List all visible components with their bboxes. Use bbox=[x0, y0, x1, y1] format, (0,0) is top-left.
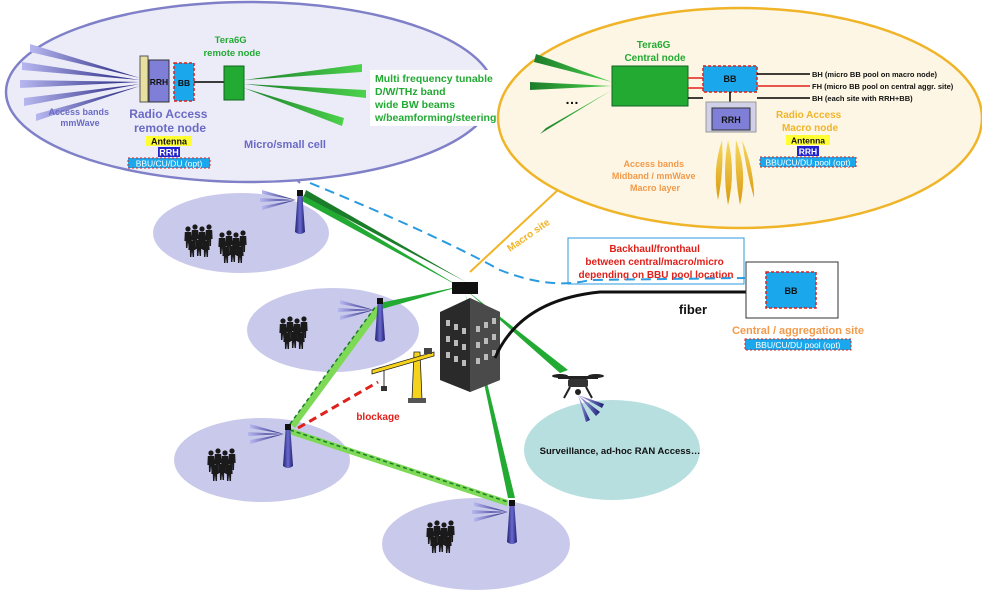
access-bands-mmwave: Access bands mmWave bbox=[48, 107, 111, 128]
bbu-tag bbox=[127, 157, 211, 169]
radio-access-remote-title: Radio Access remote node bbox=[129, 107, 211, 135]
central-site-bb-label: BB bbox=[785, 286, 798, 296]
cell-bottom-left bbox=[174, 418, 350, 502]
tera-beam-icons bbox=[244, 64, 366, 126]
blockage-label: blockage bbox=[356, 412, 400, 423]
tera-central-title: Tera6G Central node bbox=[624, 40, 686, 64]
remote-node-bubble: RRH BB Tera6G remote node Access bands m… bbox=[4, 0, 496, 184]
tera-central-node-box bbox=[611, 65, 689, 107]
rrh-box bbox=[148, 59, 170, 103]
macro-rrh-tag-label: RRH bbox=[799, 147, 817, 157]
backhaul-text: Backhaul/fronthaul between central/macro… bbox=[579, 244, 734, 281]
central-site-label: Central / aggregation site bbox=[732, 325, 864, 337]
tera-remote-title: Tera6G remote node bbox=[203, 35, 260, 59]
macro-bbu-tag bbox=[759, 156, 857, 168]
bbu-tag-label: BBU/CU/DU (opt) bbox=[136, 159, 203, 169]
multi-frequency-text: Multi frequency tunable D/W/THz band wid… bbox=[374, 73, 496, 124]
antenna-tag bbox=[146, 136, 192, 146]
central-bbu-tag bbox=[744, 338, 852, 351]
macro-rrh-tag bbox=[797, 146, 819, 156]
central-site-bb bbox=[765, 271, 817, 309]
cell-bottom bbox=[382, 498, 570, 590]
macro-rrh-label: RRH bbox=[721, 115, 741, 125]
central-node-bubble: Tera6G Central node … BB BH (micro BB po… bbox=[469, 6, 982, 273]
crane-icon bbox=[371, 348, 435, 403]
backhaul-dashed-link bbox=[309, 182, 746, 285]
multi-frequency-box bbox=[370, 70, 504, 126]
drone-icon bbox=[552, 374, 604, 422]
antenna-tag-label: Antenna bbox=[151, 137, 188, 147]
macro-site-label: Macro site bbox=[505, 217, 552, 255]
antenna-icon bbox=[139, 55, 149, 103]
rrh-label: RRH bbox=[150, 77, 168, 87]
macro-beam-icons bbox=[715, 140, 754, 205]
macro-building-icon bbox=[440, 282, 500, 392]
macro-antenna-label: Antenna bbox=[791, 136, 825, 146]
bb-label: BB bbox=[178, 78, 190, 88]
link-legend: BH (micro BB pool on macro node) FH (mic… bbox=[812, 70, 955, 103]
macro-bbu-tag-label: BBU/CU/DU pool (opt) bbox=[765, 158, 850, 168]
rrh-tag-label: RRH bbox=[159, 148, 179, 158]
central-bb-box bbox=[702, 65, 758, 93]
access-beam-icons bbox=[20, 44, 140, 121]
blockage-link bbox=[297, 380, 379, 430]
macro-rrh-box bbox=[711, 107, 751, 131]
macro-access-bands: Access bands Midband / mmWave Macro laye… bbox=[612, 159, 698, 193]
rrh-tag bbox=[158, 147, 180, 157]
central-tera-beam-icons bbox=[530, 54, 612, 134]
macro-antenna-tag bbox=[786, 135, 830, 145]
more-ellipsis: … bbox=[565, 91, 579, 107]
backhaul-box bbox=[567, 237, 745, 285]
fiber-link bbox=[493, 290, 746, 359]
micro-cell-label: Micro/small cell bbox=[244, 139, 326, 151]
radio-access-macro-title: Radio Access Macro node bbox=[776, 110, 844, 134]
bb-box bbox=[173, 62, 195, 102]
central-bbu-tag-label: BBU/CU/DU pool (opt) bbox=[755, 340, 840, 350]
surveillance-label: Surveillance, ad-hoc RAN Access… bbox=[540, 446, 701, 457]
cell-surveillance bbox=[524, 400, 700, 500]
fiber-label: fiber bbox=[679, 302, 707, 317]
central-bb-label: BB bbox=[724, 74, 737, 84]
tera-remote-node-box bbox=[223, 65, 245, 101]
